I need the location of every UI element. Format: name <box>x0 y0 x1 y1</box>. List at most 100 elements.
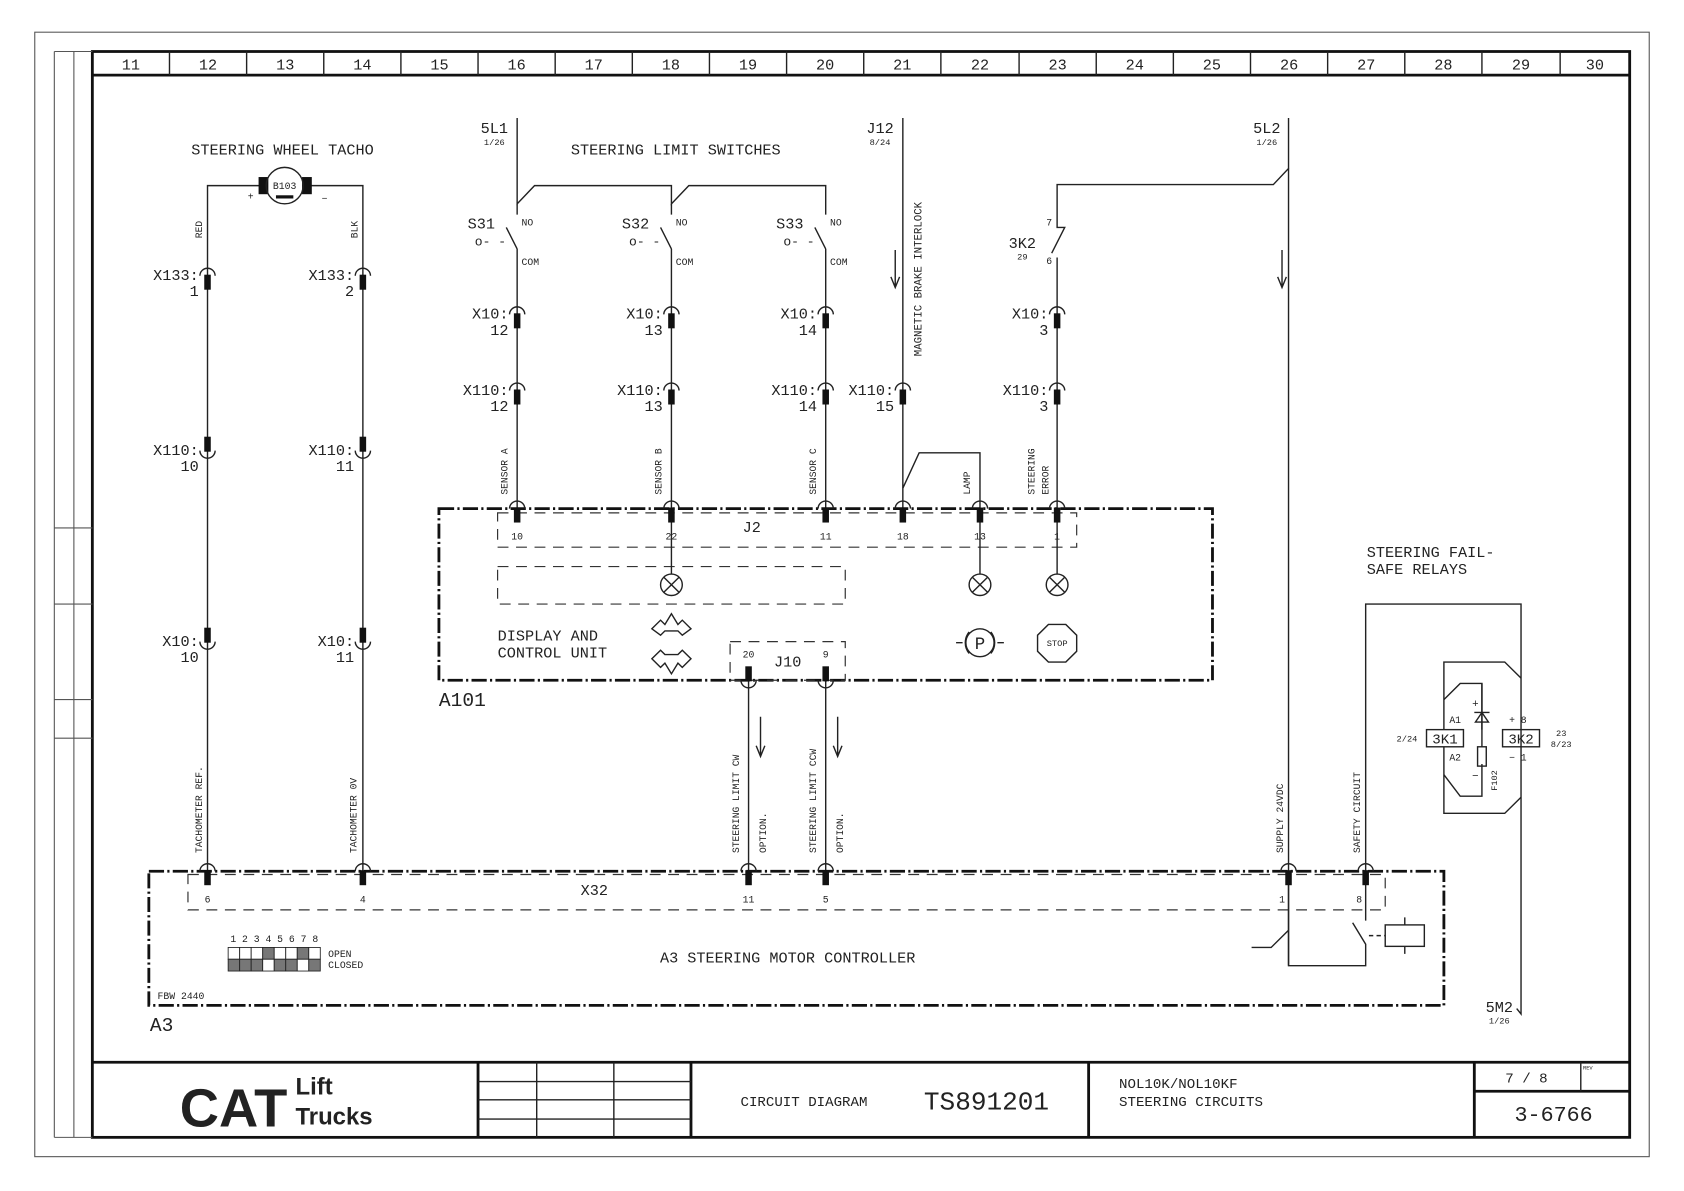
connector-pin: 3 <box>1039 398 1048 416</box>
switch-open-symbol: o- - <box>629 235 660 250</box>
x32-pin-number: 11 <box>743 894 755 905</box>
motor-label: B103 <box>273 181 297 192</box>
dip-switch-2-closed <box>239 958 252 972</box>
cross-reference: 5M2 <box>1486 999 1513 1017</box>
x32-pin-icon <box>199 863 216 886</box>
j2-pin-icon <box>971 500 989 523</box>
connector-name: X10: <box>1012 306 1049 324</box>
connector-icon <box>508 306 526 329</box>
connector-icon <box>354 267 372 290</box>
relay-contact-name: 3K2 <box>1009 235 1036 253</box>
x32-pin-icon <box>1357 863 1374 886</box>
contact-pin: 7 <box>1046 217 1052 228</box>
relay-contact-ref: 29 <box>1017 253 1027 263</box>
model-name: NOL10K/NOL10KF <box>1119 1077 1237 1093</box>
cross-reference-page: 1/26 <box>1489 1017 1510 1027</box>
column-number: 17 <box>585 57 603 75</box>
x32-connector-outline <box>187 873 1386 911</box>
connector-pin: 2 <box>345 283 354 301</box>
j2-pin-number: 10 <box>511 532 523 543</box>
relay-terminal: A1 <box>1449 715 1461 726</box>
x32-pin-number: 6 <box>205 894 211 905</box>
drawing-border <box>90 50 1632 1139</box>
cat-logo: CAT <box>180 1079 288 1139</box>
title-block <box>92 1060 1630 1138</box>
motor-minus: − <box>322 194 328 205</box>
dip-switch-4-closed <box>262 958 275 972</box>
dip-switch-7-open <box>296 947 310 960</box>
connector-name: X133: <box>153 267 199 285</box>
connector-name: X10: <box>472 306 509 324</box>
connector-icon <box>508 382 526 405</box>
dip-switch-1-closed <box>227 958 241 972</box>
connector-name: X10: <box>626 306 663 324</box>
wire-label: TACHOMETER REF. <box>194 766 205 853</box>
left-margin-strip <box>53 50 93 1138</box>
j10-pin-icon <box>817 666 835 689</box>
connector-pin: 10 <box>181 649 199 667</box>
connector-name: X10: <box>781 306 818 324</box>
wire-label: STEERING LIMIT CCW <box>808 749 819 853</box>
drawing-number: 3-6766 <box>1515 1104 1593 1128</box>
x32-label: X32 <box>581 882 608 900</box>
rev-label: REV <box>1583 1066 1594 1072</box>
j10-pin-number: 20 <box>743 650 755 661</box>
connector-pin: 3 <box>1039 322 1048 340</box>
dip-switch-4-open <box>262 947 275 960</box>
connector-icon <box>1048 382 1066 405</box>
logo-lift: Lift <box>296 1074 333 1101</box>
error-lamp-icon <box>1045 573 1069 597</box>
sheet-number: 7 / 8 <box>1505 1072 1547 1088</box>
a101-title: CONTROL UNIT <box>498 645 607 663</box>
dip-switch-5-closed <box>273 958 287 972</box>
a3-part-number: FBW 2440 <box>158 991 205 1002</box>
connector-icon <box>199 627 216 650</box>
column-number: 23 <box>1049 57 1067 75</box>
wire-label: OPTION. <box>835 813 846 854</box>
x32-pin-icon <box>817 863 835 886</box>
j10-connector-outline <box>729 641 846 681</box>
dip-switch-6-open <box>285 947 298 960</box>
connector-name: X110: <box>617 382 663 400</box>
connector-icon <box>663 306 680 329</box>
j2-pin-icon <box>1048 500 1066 523</box>
diode-plus: + <box>1472 699 1479 711</box>
cross-reference: J12 <box>866 120 893 138</box>
x32-pin-number: 4 <box>360 894 366 905</box>
column-number: 13 <box>276 57 294 75</box>
dip-switch-3-open <box>250 947 264 960</box>
dip-switch-1-open <box>227 947 241 960</box>
a3-title: A3 STEERING MOTOR CONTROLLER <box>660 950 915 968</box>
a101-label: A101 <box>439 690 486 712</box>
connector-pin: 13 <box>644 398 662 416</box>
connector-name: X110: <box>309 442 355 460</box>
indicator-lamp-icon <box>659 573 683 597</box>
stop-icon <box>1036 623 1078 663</box>
wire-label: OPTION. <box>758 813 769 854</box>
connector-icon <box>199 436 216 459</box>
j2-pin-number: 13 <box>974 532 986 543</box>
dip-switch-8-open <box>308 947 321 960</box>
column-number: 26 <box>1280 57 1298 75</box>
j2-pin-icon <box>508 500 526 523</box>
signal-label: STEERING <box>1026 448 1037 494</box>
switch-open-symbol: o- - <box>783 235 814 250</box>
relay-coil-icon <box>1384 924 1426 948</box>
diode-icon <box>1474 711 1490 723</box>
switch-name: S33 <box>776 216 803 234</box>
parking-brake-icon <box>956 628 1004 658</box>
dip-switch-numbers: 1 2 3 4 5 6 7 8 <box>230 934 318 945</box>
j2-label: J2 <box>743 519 761 537</box>
switch-no-label: NO <box>830 217 842 228</box>
relay-3k2 <box>1501 728 1541 748</box>
column-number: 19 <box>739 57 757 75</box>
wire-label: SAFETY CIRCUIT <box>1352 772 1363 853</box>
column-number: 21 <box>893 57 911 75</box>
a101-title: DISPLAY AND <box>498 628 598 646</box>
fail-safe-relays <box>1364 603 1541 1016</box>
connector-pin: 1 <box>190 283 199 301</box>
dip-switch-7-closed <box>296 958 310 972</box>
wire-label: TACHOMETER 0V <box>348 778 359 853</box>
